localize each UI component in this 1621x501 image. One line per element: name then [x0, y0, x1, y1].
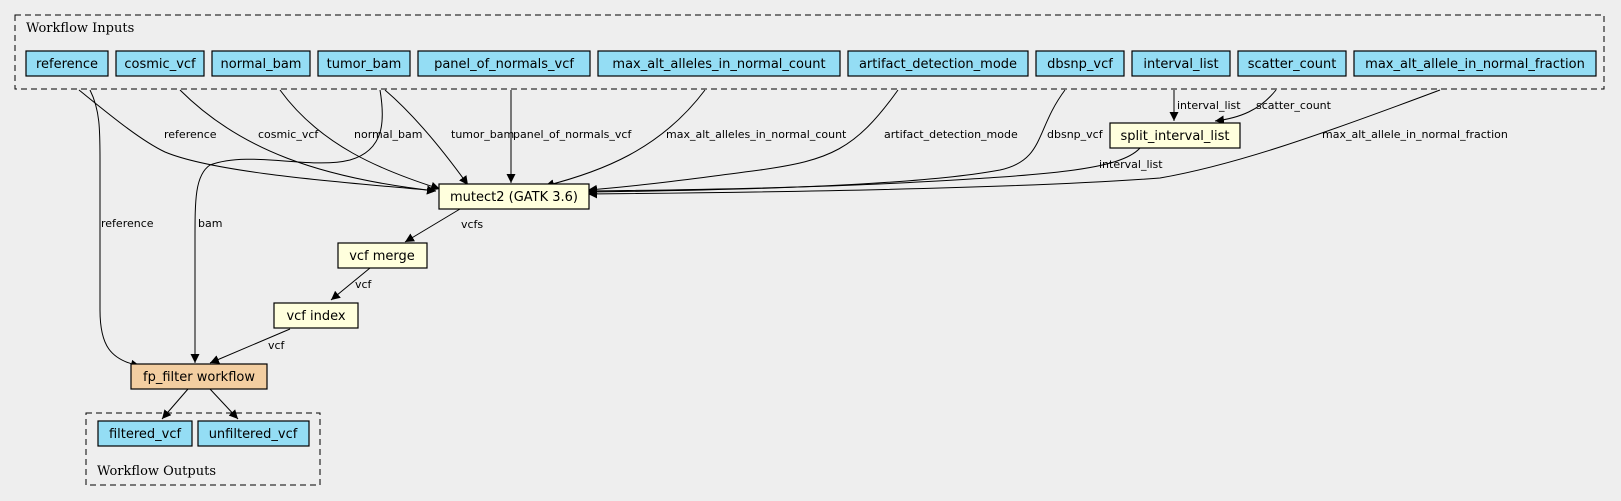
edge-mutect2-to-vcf-merge: [404, 208, 461, 243]
workflow-inputs-label: Workflow Inputs: [26, 21, 134, 36]
input-node-interval-list[interactable]: interval_list: [1131, 50, 1231, 77]
edge-label-vcf-index-out: vcf: [268, 339, 286, 352]
edge-label-split-interval-list: interval_list: [1099, 158, 1163, 171]
edge-tumor-bam-to-mutect2: [384, 89, 469, 186]
input-node-max-alt-alleles-in-normal-count-label: max_alt_alleles_in_normal_count: [612, 57, 825, 72]
edge-label-artifact-detection-mode: artifact_detection_mode: [884, 128, 1018, 141]
edge-fp-filter-to-unfiltered-vcf: [209, 388, 239, 420]
step-node-split-interval-list-label: split_interval_list: [1120, 129, 1229, 144]
step-node-mutect2-label: mutect2 (GATK 3.6): [450, 190, 578, 205]
input-node-panel-of-normals-vcf-label: panel_of_normals_vcf: [434, 57, 574, 72]
edge-label-interval-list: interval_list: [1177, 99, 1241, 112]
input-node-cosmic-vcf-label: cosmic_vcf: [124, 57, 196, 72]
step-node-vcf-index[interactable]: vcf index: [273, 302, 359, 329]
input-node-artifact-detection-mode-label: artifact_detection_mode: [859, 57, 1017, 72]
input-node-scatter-count[interactable]: scatter_count: [1237, 50, 1347, 77]
edge-labels: reference reference cosmic_vcf normal_ba…: [101, 99, 1508, 352]
edge-artifact-detection-mode-to-mutect2: [587, 89, 899, 194]
step-node-vcf-merge-label: vcf merge: [349, 249, 415, 264]
workflow-outputs-label: Workflow Outputs: [97, 464, 216, 479]
output-nodes: filtered_vcf unfiltered_vcf: [97, 420, 310, 447]
edge-label-normal-bam: normal_bam: [354, 128, 422, 141]
edges: [78, 89, 1441, 420]
edge-reference-to-fp-filter: [89, 89, 141, 369]
input-node-max-alt-allele-in-normal-fraction-label: max_alt_allele_in_normal_fraction: [1365, 57, 1585, 72]
edge-label-vcf-merge-out: vcf: [355, 278, 373, 291]
input-node-cosmic-vcf[interactable]: cosmic_vcf: [115, 50, 205, 77]
workflow-inputs-cluster: Workflow Inputs: [14, 14, 1605, 90]
edge-label-scatter-count: scatter_count: [1256, 99, 1332, 112]
edge-label-dbsnp-vcf: dbsnp_vcf: [1047, 128, 1104, 141]
input-node-panel-of-normals-vcf[interactable]: panel_of_normals_vcf: [417, 50, 591, 77]
output-node-filtered-vcf[interactable]: filtered_vcf: [97, 420, 193, 447]
input-node-artifact-detection-mode[interactable]: artifact_detection_mode: [847, 50, 1029, 77]
step-node-fp-filter-workflow-label: fp_filter workflow: [143, 370, 255, 385]
edge-label-cosmic-vcf: cosmic_vcf: [258, 128, 319, 141]
edge-vcf-index-to-fp-filter: [209, 328, 291, 364]
output-node-unfiltered-vcf[interactable]: unfiltered_vcf: [197, 420, 310, 447]
edge-reference-to-mutect2: [78, 89, 437, 195]
edge-cosmic-vcf-to-mutect2: [179, 89, 437, 195]
edge-label-panel-of-normals-vcf: panel_of_normals_vcf: [513, 128, 632, 141]
edge-label-vcfs: vcfs: [461, 218, 483, 231]
edge-split-interval-list-to-mutect2: [587, 147, 1141, 196]
input-node-tumor-bam[interactable]: tumor_bam: [317, 50, 411, 77]
edge-label-reference-fp-filter: reference: [101, 217, 154, 230]
input-nodes: reference cosmic_vcf normal_bam tumor_ba…: [25, 50, 1597, 77]
edge-label-bam: bam: [198, 217, 222, 230]
workflow-outputs-cluster: Workflow Outputs: [85, 412, 321, 486]
input-node-dbsnp-vcf-label: dbsnp_vcf: [1047, 57, 1113, 72]
edge-label-reference: reference: [164, 128, 217, 141]
input-node-max-alt-allele-in-normal-fraction[interactable]: max_alt_allele_in_normal_fraction: [1353, 50, 1597, 77]
input-node-normal-bam-label: normal_bam: [221, 57, 302, 72]
output-node-unfiltered-vcf-label: unfiltered_vcf: [209, 427, 298, 442]
input-node-reference-label: reference: [36, 57, 98, 72]
edge-fp-filter-to-filtered-vcf: [161, 388, 189, 420]
step-node-fp-filter-workflow[interactable]: fp_filter workflow: [130, 363, 268, 390]
edge-label-tumor-bam: tumor_bam: [451, 128, 514, 141]
edge-dbsnp-vcf-to-mutect2: [587, 89, 1066, 197]
edge-max-alt-allele-in-normal-fraction-to-mutect2: [587, 89, 1441, 199]
input-node-dbsnp-vcf[interactable]: dbsnp_vcf: [1035, 50, 1125, 77]
output-node-filtered-vcf-label: filtered_vcf: [109, 427, 182, 442]
input-node-reference[interactable]: reference: [25, 50, 109, 77]
edge-vcf-merge-to-vcf-index: [330, 267, 371, 301]
input-node-max-alt-alleles-in-normal-count[interactable]: max_alt_alleles_in_normal_count: [597, 50, 841, 77]
step-node-split-interval-list[interactable]: split_interval_list: [1109, 122, 1241, 149]
input-node-interval-list-label: interval_list: [1143, 57, 1218, 72]
input-node-tumor-bam-label: tumor_bam: [327, 57, 402, 72]
edge-normal-bam-to-mutect2: [279, 89, 441, 191]
edge-label-max-alt-allele-in-normal-fraction: max_alt_allele_in_normal_fraction: [1322, 128, 1508, 141]
edge-max-alt-alleles-in-normal-count-to-mutect2: [544, 89, 706, 189]
step-node-vcf-merge[interactable]: vcf merge: [337, 242, 428, 269]
step-nodes: split_interval_list mutect2 (GATK 3.6) v…: [130, 122, 1241, 390]
step-node-vcf-index-label: vcf index: [286, 309, 345, 324]
edge-scatter-count-to-split-interval-list: [1214, 89, 1277, 125]
input-node-scatter-count-label: scatter_count: [1248, 57, 1337, 72]
step-node-mutect2[interactable]: mutect2 (GATK 3.6): [438, 183, 590, 210]
input-node-normal-bam[interactable]: normal_bam: [211, 50, 311, 77]
edge-label-max-alt-alleles-in-normal-count: max_alt_alleles_in_normal_count: [666, 128, 847, 141]
edge-tumor-bam-to-fp-filter: [190, 89, 383, 363]
